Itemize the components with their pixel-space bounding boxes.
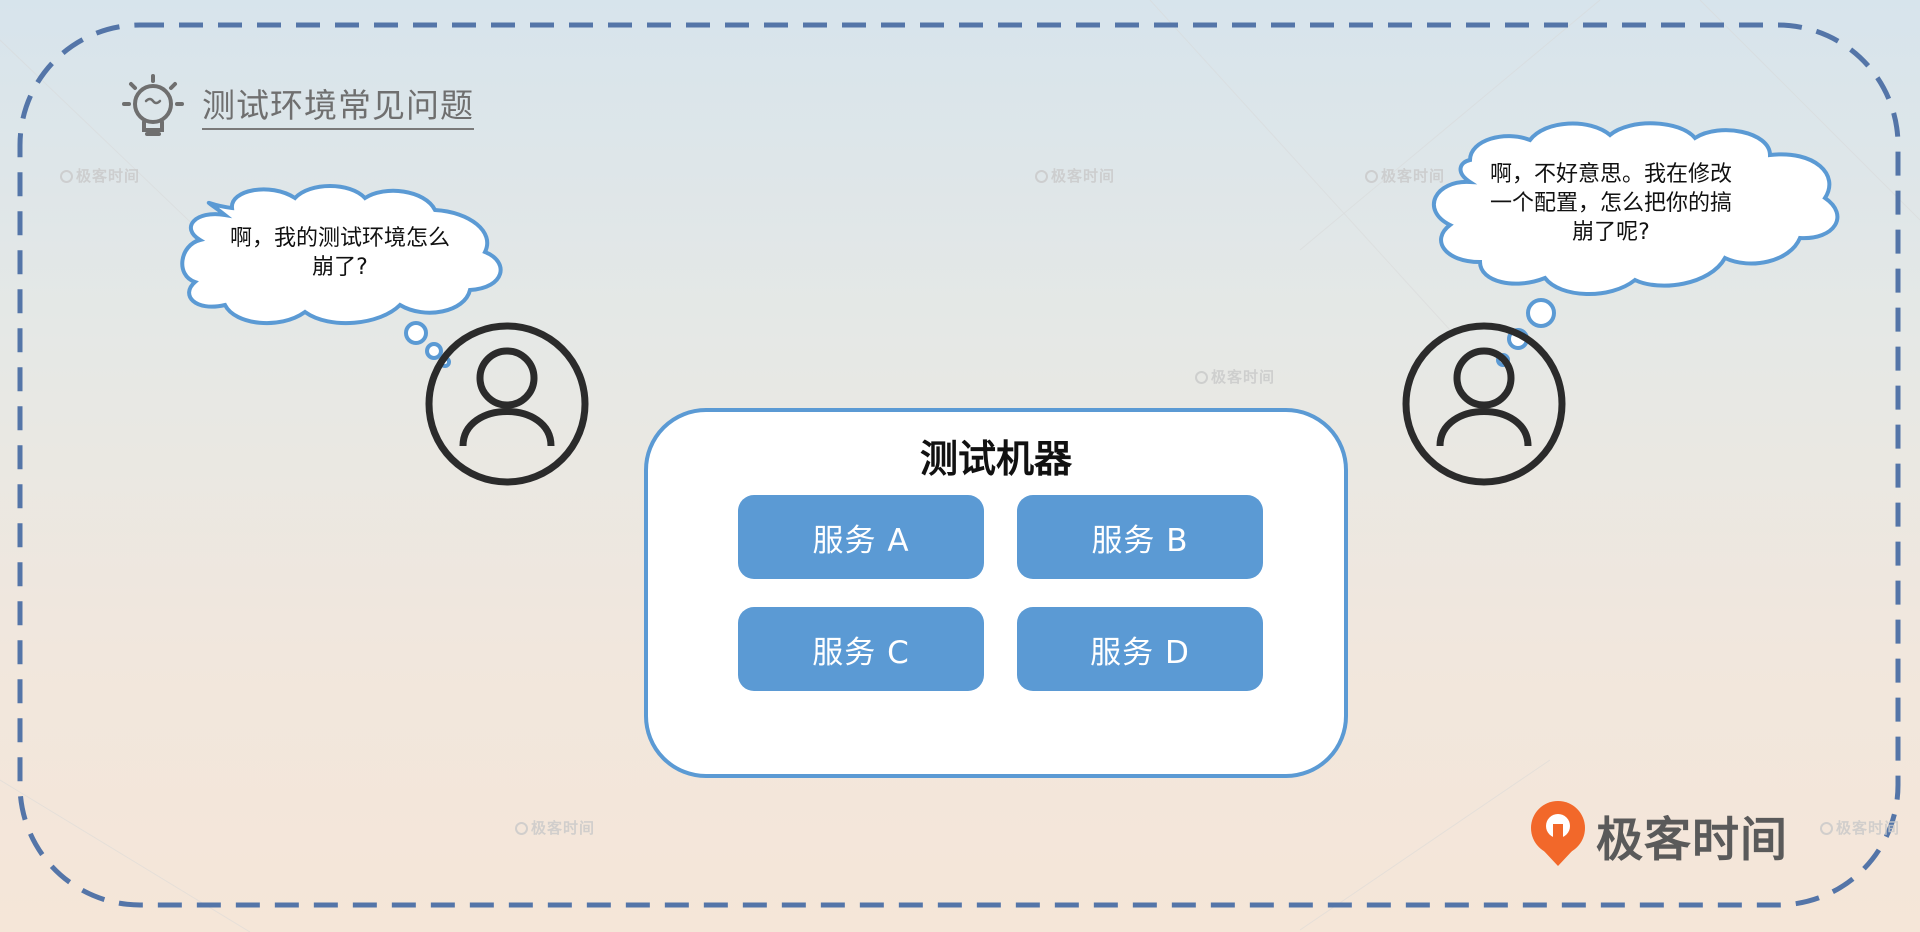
service-c-box: 服务 C <box>738 607 984 691</box>
person-left-icon <box>425 322 589 486</box>
bubble-right-text: 啊，不好意思。我在修改一个配置，怎么把你的搞崩了呢? <box>1489 162 1732 245</box>
watermark: 极客时间 <box>1820 817 1900 838</box>
page-title: 测试环境常见问题 <box>202 86 474 130</box>
machine-title: 测试机器 <box>919 437 1072 481</box>
service-a-box: 服务 A <box>738 495 984 579</box>
watermark: 极客时间 <box>1365 165 1445 186</box>
lightbulb-icon <box>122 74 184 136</box>
watermark: 极客时间 <box>515 817 595 838</box>
bubble-left-text: 啊，我的测试环境怎么崩了? <box>230 226 451 280</box>
watermark-text: 极客时间 <box>1381 167 1446 185</box>
service-d-box: 服务 D <box>1017 607 1263 691</box>
watermark: 极客时间 <box>60 165 140 186</box>
brand-name: 极客时间 <box>1596 812 1788 868</box>
watermark-text: 极客时间 <box>1211 368 1276 386</box>
watermark-logo-icon <box>1820 822 1833 835</box>
watermark-text: 极客时间 <box>1836 819 1901 837</box>
thought-cloud-left <box>180 184 503 368</box>
service-b-box: 服务 B <box>1017 495 1263 579</box>
brand-logo-icon <box>1531 801 1585 866</box>
watermark-logo-icon <box>515 822 528 835</box>
watermark-text: 极客时间 <box>531 819 596 837</box>
watermark-logo-icon <box>1195 371 1208 384</box>
watermark-text: 极客时间 <box>1051 167 1116 185</box>
brand-logo: 极客时间 <box>1532 800 1788 870</box>
watermark: 极客时间 <box>1195 366 1275 387</box>
watermark: 极客时间 <box>1035 165 1115 186</box>
dashed-frame <box>17 22 1901 908</box>
watermark-text: 极客时间 <box>76 167 141 185</box>
person-right-icon <box>1402 322 1566 486</box>
watermark-logo-icon <box>60 170 73 183</box>
watermark-logo-icon <box>1035 170 1048 183</box>
brand-logo-spacer <box>1532 800 1590 870</box>
watermark-logo-icon <box>1365 170 1378 183</box>
